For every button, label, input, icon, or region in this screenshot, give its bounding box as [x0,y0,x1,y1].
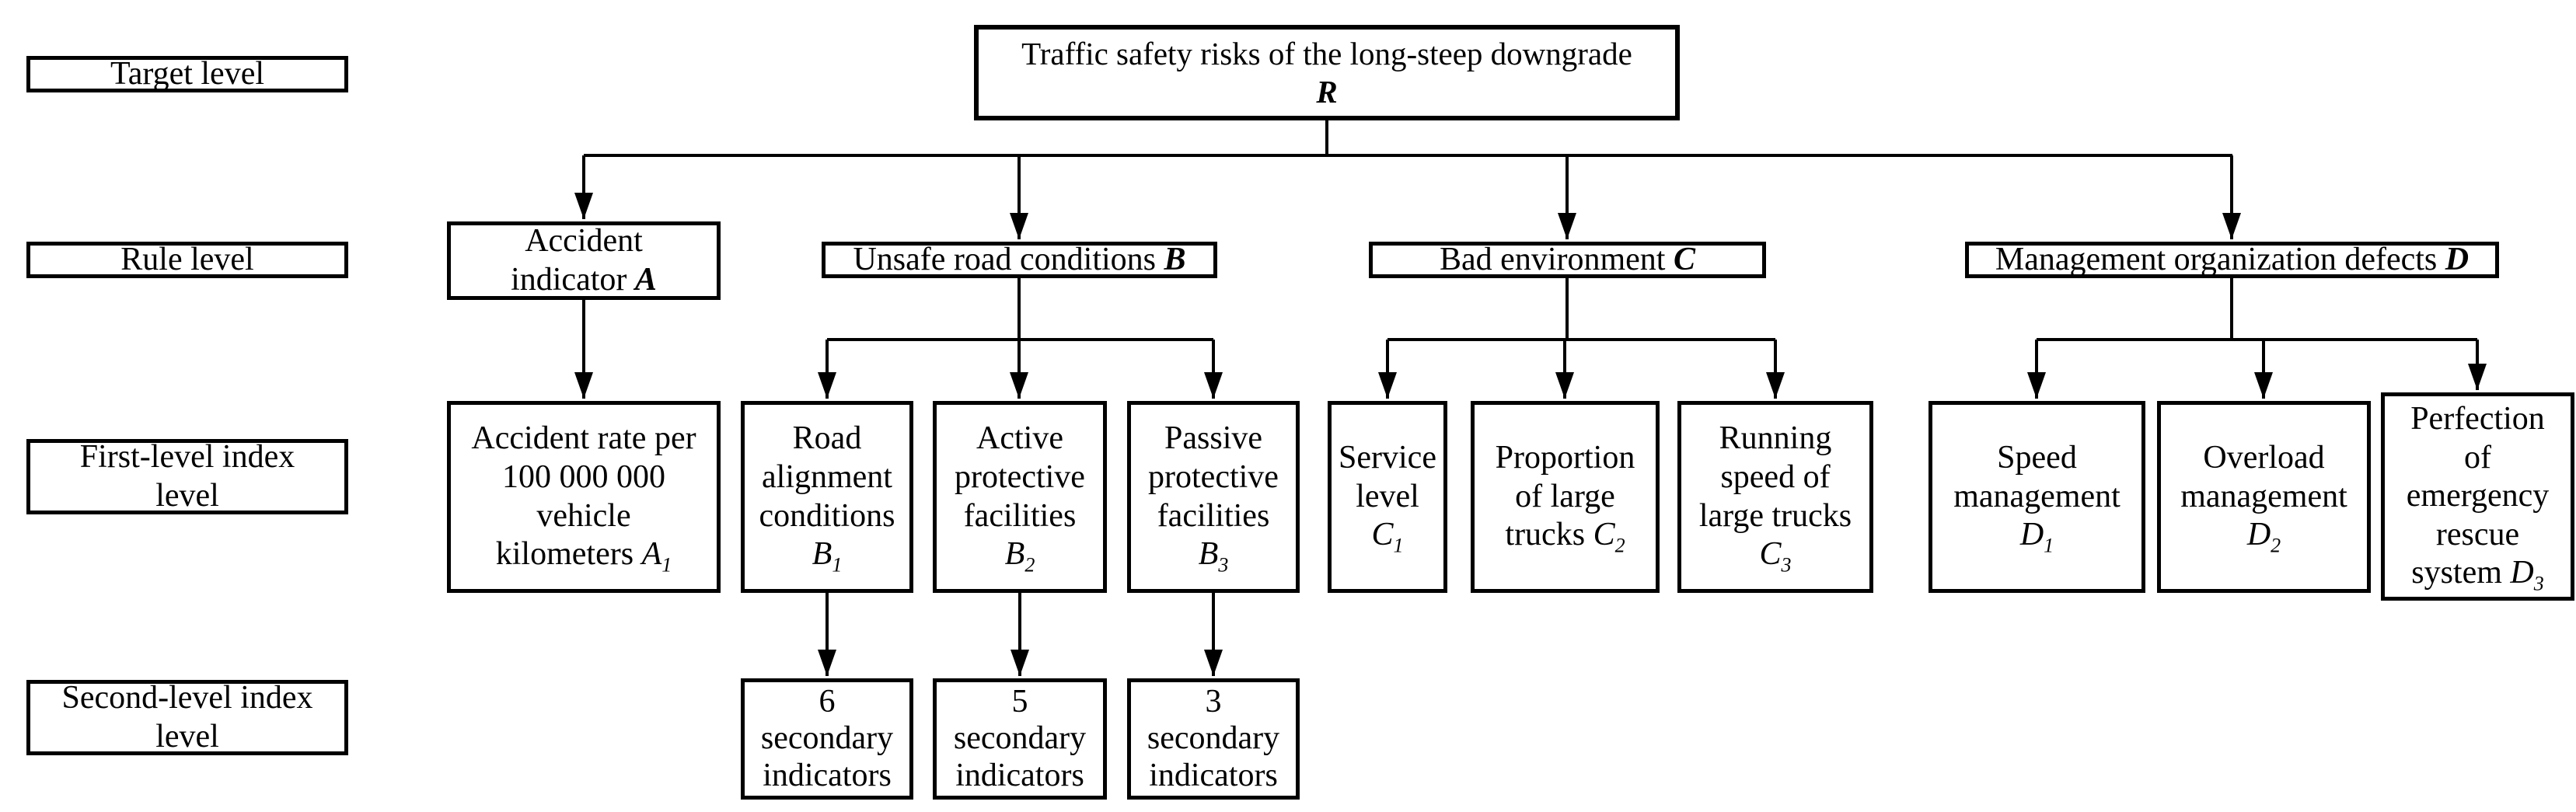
node-b2-active-protective-facilities: Active protective facilities B2 [933,401,1107,593]
node-a1-accident-rate: Accident rate per 100 000 000 vehicle ki… [447,401,721,593]
label-target-level: Target level [26,56,348,92]
node-symbol: D [2445,241,2470,277]
node-text: Perfection of emergency rescue system [2406,401,2550,591]
label-rule-level: Rule level [26,242,348,278]
node-symbol: B1 [812,536,843,577]
node-symbol: B [1164,241,1186,277]
node-symbol: C1 [1371,517,1404,557]
node-symbol: D3 [2510,555,2544,595]
node-symbol: R [1316,73,1338,110]
node-d1-speed-management: Speed management D1 [1929,401,2145,593]
node-symbol: C2 [1593,517,1625,557]
node-symbol: A [634,261,657,298]
node-text: Unsafe road conditions [853,241,1157,277]
node-s3-three-secondary-indicators: 3 secondary indicators [1127,678,1300,800]
node-text: Road alignment conditions [759,420,895,534]
node-text: Accident rate per 100 000 000 vehicle ki… [471,420,696,573]
node-text: Bad environment [1440,241,1666,277]
node-text: 6 secondary indicators [760,684,894,793]
node-symbol: C3 [1759,536,1792,577]
label-text: Target level [110,55,265,92]
node-c3-running-speed-of-large-trucks: Running speed of large trucks C3 [1677,401,1873,593]
label-text: First-level index level [79,438,295,514]
node-text: Running speed of large trucks [1698,420,1852,534]
node-text: Speed management [1953,440,2120,514]
node-symbol: C [1673,241,1695,277]
node-symbol: A1 [641,536,672,577]
node-text: Traffic safety risks of the long-steep d… [1021,36,1632,72]
node-text: Service level [1339,440,1436,514]
node-text: Proportion of large trucks [1495,440,1635,553]
node-text: Passive protective facilities [1148,420,1279,534]
node-b1-road-alignment-conditions: Road alignment conditions B1 [741,401,913,593]
node-r-traffic-safety-risks: Traffic safety risks of the long-steep d… [974,25,1680,120]
node-b3-passive-protective-facilities: Passive protective facilities B3 [1127,401,1300,593]
node-text: Overload management [2180,440,2347,514]
label-text: Second-level index level [61,679,313,754]
node-symbol: D1 [2019,517,2054,557]
node-text: 5 secondary indicators [953,684,1087,793]
node-text: Accident indicator [511,222,643,298]
label-second-level-index: Second-level index level [26,680,348,755]
node-s2-five-secondary-indicators: 5 secondary indicators [933,678,1107,800]
node-symbol: B2 [1004,536,1035,577]
label-first-level-index: First-level index level [26,439,348,514]
label-text: Rule level [120,241,254,277]
node-s1-six-secondary-indicators: 6 secondary indicators [741,678,913,800]
node-text: Management organization defects [1995,241,2438,277]
node-symbol: D2 [2246,517,2281,557]
node-d2-overload-management: Overload management D2 [2157,401,2371,593]
node-symbol: B3 [1198,536,1229,577]
node-text: Active protective facilities [955,420,1085,534]
node-text: 3 secondary indicators [1147,684,1280,793]
node-c1-service-level: Service level C1 [1328,401,1447,593]
